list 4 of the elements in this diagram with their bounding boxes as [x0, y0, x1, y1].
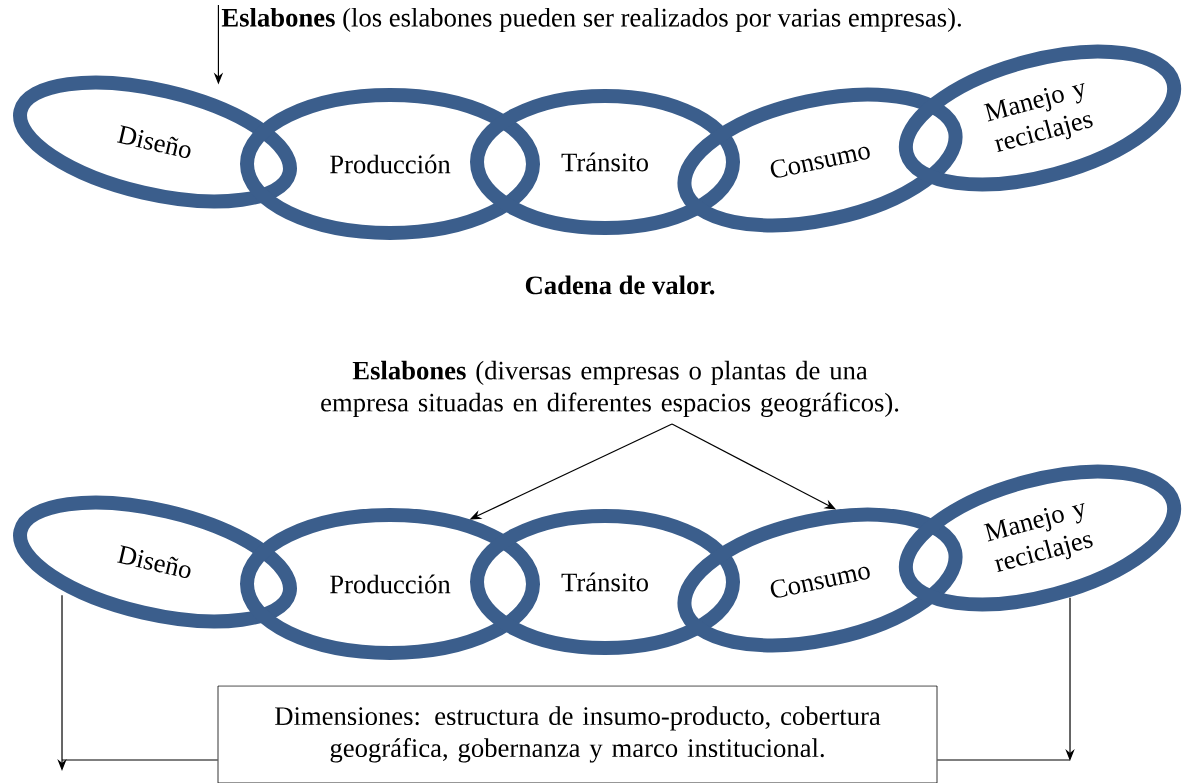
- caption: Cadena de valor.: [525, 275, 715, 295]
- annotation-text: Eslabones (diversas empresas o plantas de una empresa situadas en diferentes espacios geográficos).: [321, 360, 899, 418]
- text-box: Dimensiones: estructura de insumo-producto, cobertura geográfica, gobernanza y marco institucional.: [217, 685, 938, 783]
- annotation-text: Eslabones (los eslabones pueden ser realizados por varias empresas).: [221, 7, 961, 33]
